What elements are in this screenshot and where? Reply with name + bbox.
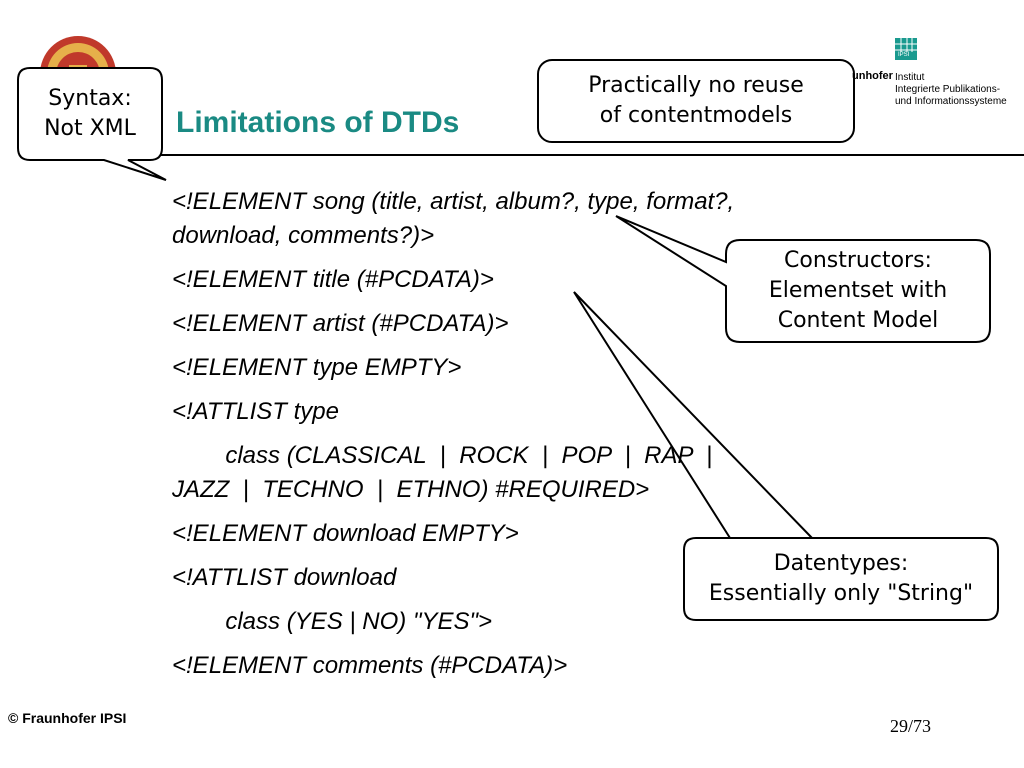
title-divider: [160, 154, 1024, 156]
code-line: <!ELEMENT download EMPTY>: [172, 520, 519, 547]
code-line: class (YES | NO) "YES">: [172, 608, 493, 635]
datatypes-callout: Datentypes: Essentially only "String": [684, 538, 998, 620]
callout-line: Syntax:: [48, 86, 132, 111]
callout-line: Essentially only "String": [708, 581, 974, 606]
reuse-bubble-shape: [537, 59, 855, 143]
code-line: <!ELEMENT artist (#PCDATA)>: [172, 310, 509, 337]
callout-line: Elementset with: [768, 278, 948, 303]
code-line: <!ELEMENT type EMPTY>: [172, 354, 462, 381]
code-line: <!ATTLIST download: [172, 564, 397, 591]
copyright-footer: © Fraunhofer IPSI: [8, 710, 127, 726]
institute-name: Institut Integrierte Publikations- und I…: [895, 72, 1007, 108]
institute-line: und Informationssysteme: [895, 96, 1007, 107]
constructors-callout: Constructors: Elementset with Content Mo…: [726, 240, 990, 342]
callout-line: Constructors:: [784, 248, 932, 273]
institute-line: Integrierte Publikations-: [895, 84, 1001, 95]
reuse-callout: Practically no reuse of contentmodels: [538, 60, 854, 142]
constructors-bubble-shape: [615, 215, 991, 343]
institute-line: Institut: [895, 72, 925, 83]
code-line: class (CLASSICAL | ROCK | POP | RAP |: [172, 442, 713, 469]
code-line: <!ATTLIST type: [172, 398, 339, 425]
fraunhofer-brand: unhofer: [852, 70, 893, 82]
datatypes-bubble-shape: [683, 537, 999, 621]
callout-line: Content Model: [777, 308, 939, 333]
code-line: JAZZ | TECHNO | ETHNO) #REQUIRED>: [172, 476, 650, 503]
slide-title: Limitations of DTDs: [176, 106, 460, 139]
syntax-bubble-shape: [17, 67, 167, 181]
logo-badge-label: IPSI: [898, 52, 910, 58]
code-line: <!ELEMENT title (#PCDATA)>: [172, 266, 494, 293]
callout-line: Not XML: [44, 116, 136, 141]
page-number: 29/73: [890, 716, 932, 736]
code-line: <!ELEMENT comments (#PCDATA)>: [172, 652, 568, 679]
syntax-callout: Syntax: Not XML: [18, 68, 162, 160]
callout-line: Practically no reuse: [588, 73, 804, 98]
callout-line: Datentypes:: [773, 551, 909, 576]
code-line: <!ELEMENT song (title, artist, album?, t…: [172, 188, 735, 215]
datatypes-pointer: [573, 291, 813, 539]
callout-line: of contentmodels: [599, 103, 793, 128]
code-line: download, comments?)>: [172, 222, 435, 249]
